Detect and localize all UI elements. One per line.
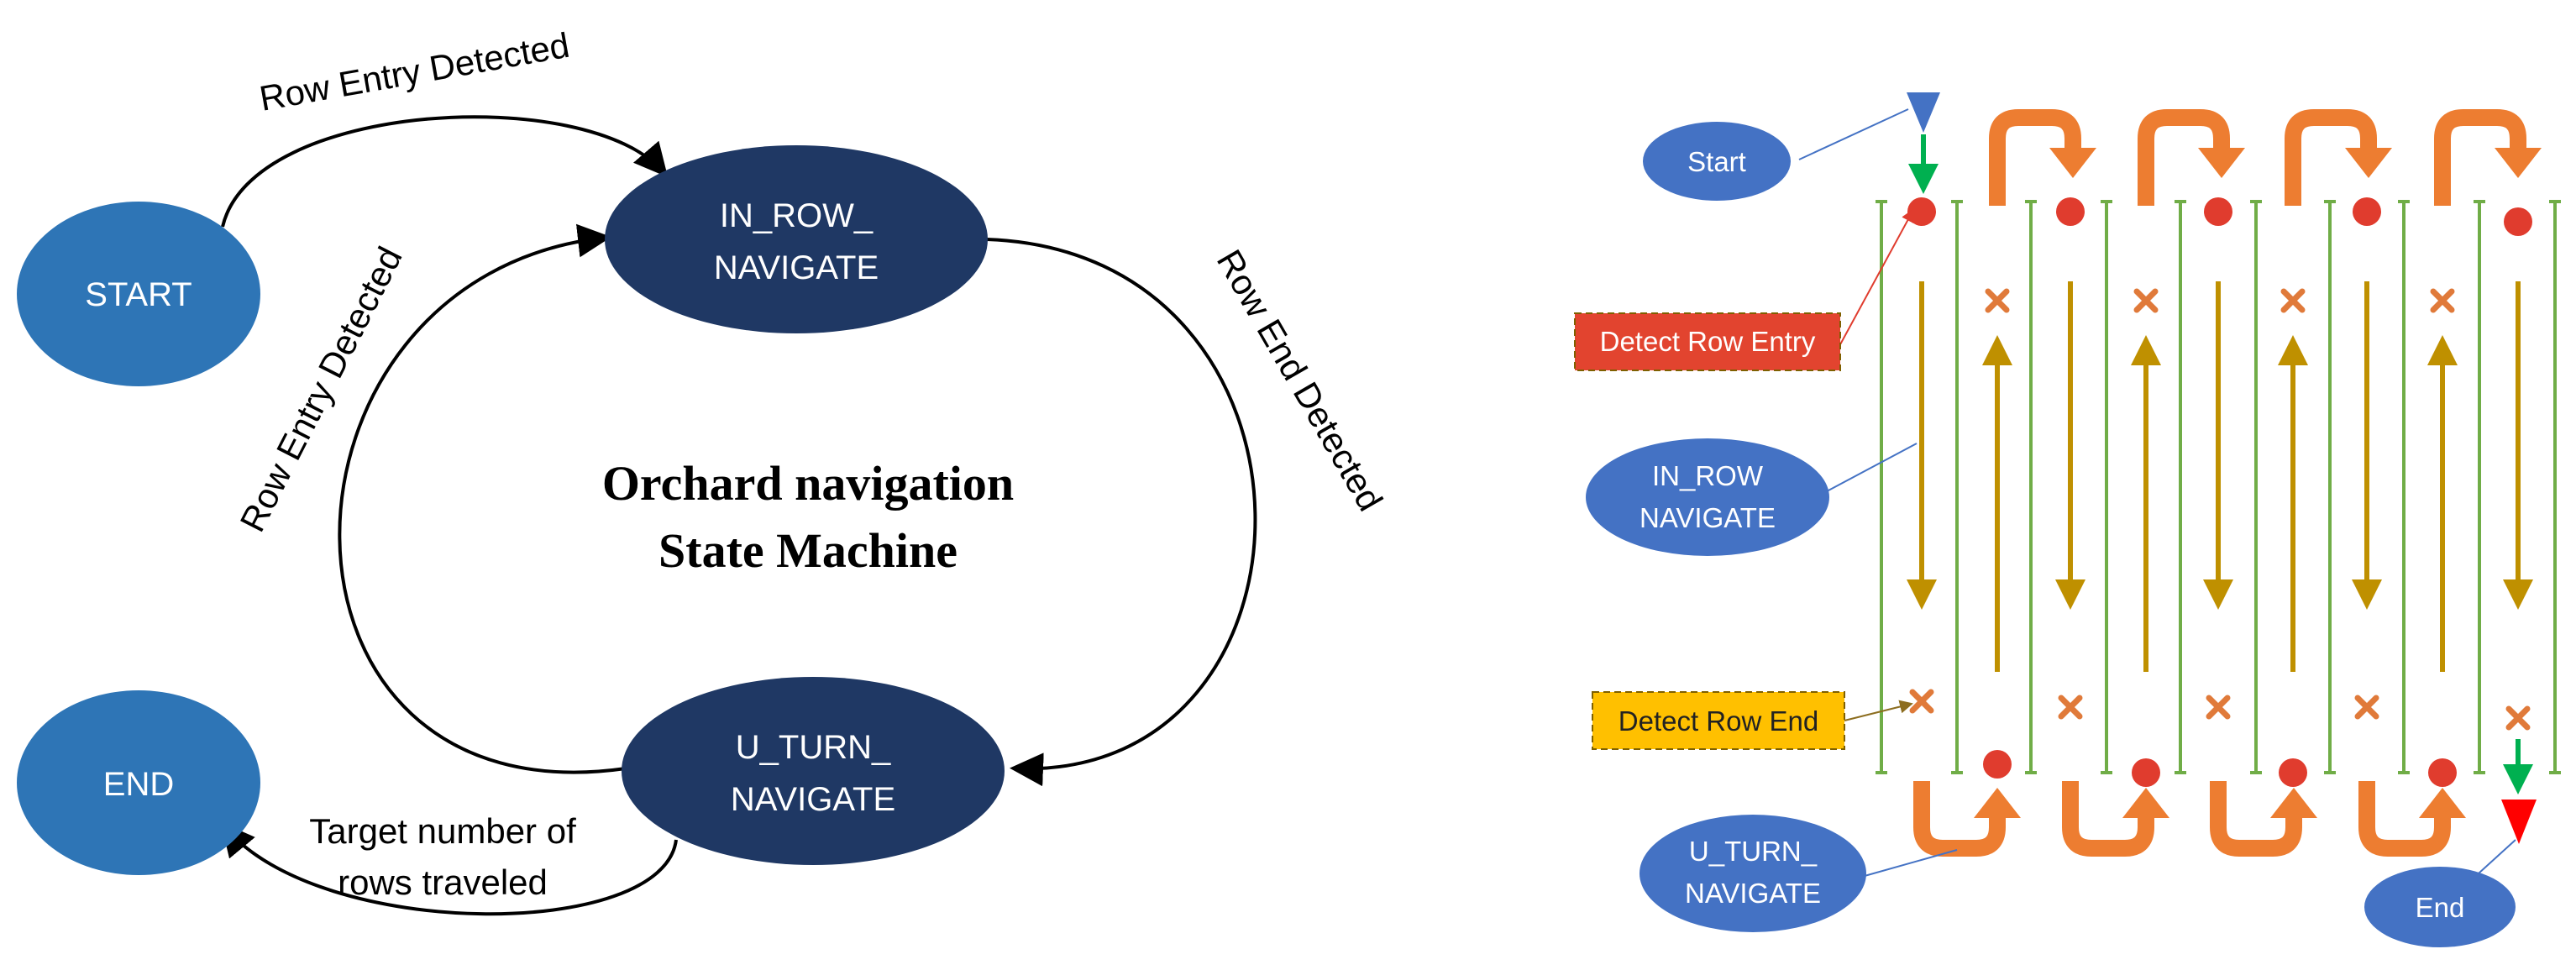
row-entry-marker (1907, 197, 1936, 226)
row-end-marker (2354, 695, 2379, 720)
row-entry-marker (2204, 197, 2232, 226)
start-label: Start (1687, 146, 1746, 177)
row-entry-marker (2056, 197, 2085, 226)
u-turn-head (2419, 788, 2466, 818)
detect-row-entry-label: Detect Row Entry (1600, 326, 1816, 357)
u-turn-head (1974, 788, 2021, 818)
row-entry-marker (2279, 758, 2307, 787)
u-turn-arrow (2285, 109, 2392, 206)
start-triangle (1907, 92, 1940, 133)
orchard-path-diagram: Start Detect Row Entry IN_ROW NAVIGATE D… (1574, 92, 2561, 947)
u-turn-path (2138, 109, 2230, 206)
edge-start-to-inrow (221, 115, 669, 228)
row-end-marker (2280, 288, 2306, 313)
u-turn-arrow (2062, 781, 2169, 857)
start-label-bubble (1643, 122, 1791, 201)
row-entry-marker (2428, 758, 2457, 787)
start-node (17, 202, 260, 386)
tree-rows (1876, 200, 2561, 774)
row-entry-marker (1983, 750, 2012, 779)
row-end-marker (2505, 705, 2531, 731)
end-label: End (2416, 892, 2465, 923)
u-turn-head (2270, 788, 2317, 818)
u-turn-path (1989, 109, 2081, 206)
diagram-title-line-2: State Machine (658, 523, 957, 578)
u-turns-top (1989, 109, 2542, 206)
in-row-callout-line (1826, 443, 1918, 492)
u-turn-label-bubble (1640, 815, 1866, 932)
edge-label-uturn-to-end-2: rows traveled (338, 863, 548, 902)
edge-uturn-to-end (220, 821, 678, 916)
u-turn-arrow (2358, 781, 2466, 857)
detect-row-entry-box (1574, 312, 1841, 371)
u-turn-arrow (2210, 781, 2317, 857)
u-turn-label-1: U_TURN_ (1689, 836, 1818, 867)
row-end-marker (2133, 288, 2159, 313)
edge-label-start-to-inrow: Row Entry Detected (256, 25, 572, 118)
u-turn-path (2358, 781, 2451, 857)
row-markers (1907, 197, 2532, 787)
u-turn-navigate-node (622, 677, 1005, 865)
edge-uturn-to-inrow (338, 223, 627, 774)
edge-inrow-to-uturn (986, 238, 1257, 787)
row-end-marker (2206, 695, 2231, 720)
u-turn-head (2049, 148, 2096, 178)
u-turns-bottom (1913, 781, 2466, 857)
row-entry-marker (2353, 197, 2381, 226)
row-end-marker (2058, 695, 2083, 720)
u-turn-head (2495, 148, 2542, 178)
in-row-label-bubble (1586, 438, 1829, 556)
detect-row-end-label: Detect Row End (1619, 705, 1818, 737)
u-turn-path (2434, 109, 2526, 206)
in-row-navigate-node (605, 145, 988, 333)
u-turn-head (2122, 788, 2169, 818)
u-turn-path (2285, 109, 2377, 206)
u-turn-head (2345, 148, 2392, 178)
u-turn-path (1913, 781, 2006, 857)
edge-label-uturn-to-end-1: Target number of (309, 811, 576, 851)
row-entry-marker (2132, 758, 2160, 787)
u-turn-arrow (2138, 109, 2245, 206)
u-turn-label-2: NAVIGATE (1685, 878, 1821, 909)
in-row-label-2: NAVIGATE (1640, 502, 1776, 533)
u-turn-arrow (2434, 109, 2542, 206)
in-row-label-1: IN_ROW (1652, 460, 1764, 491)
u-turn-callout-line (1864, 849, 1958, 877)
row-end-marker (1909, 689, 1934, 714)
state-machine: START END IN_ROW_ NAVIGATE U_TURN_ NAVIG… (17, 25, 1391, 916)
detect-row-end-callout-line (1844, 700, 1913, 721)
row-end-marker (1985, 288, 2010, 313)
end-node (17, 690, 260, 875)
detect-row-entry-callout-line (1839, 208, 1914, 347)
u-turn-path (2062, 781, 2154, 857)
u-turn-node-label-1: U_TURN_ (736, 729, 891, 766)
start-node-label: START (85, 276, 191, 313)
u-turn-head (2198, 148, 2245, 178)
u-turn-arrow (1989, 109, 2096, 206)
row-end-marker (2430, 288, 2455, 313)
start-callout-line (1798, 108, 1909, 160)
row-entry-marker (2504, 207, 2532, 236)
detect-row-end-box (1592, 691, 1845, 750)
u-turn-node-label-2: NAVIGATE (731, 781, 895, 818)
edge-label-inrow-to-uturn: Row End Detected (1209, 243, 1391, 517)
u-turn-path (2210, 781, 2302, 857)
u-turn-arrow (1913, 781, 2021, 857)
in-row-node-label-2: NAVIGATE (714, 249, 879, 286)
diagram-title-line-1: Orchard navigation (602, 456, 1014, 511)
end-triangle (2501, 800, 2537, 844)
end-node-label: END (103, 766, 174, 803)
travel-arrows (1907, 281, 2533, 672)
in-row-node-label-1: IN_ROW_ (720, 197, 874, 234)
end-label-bubble (2364, 867, 2516, 947)
